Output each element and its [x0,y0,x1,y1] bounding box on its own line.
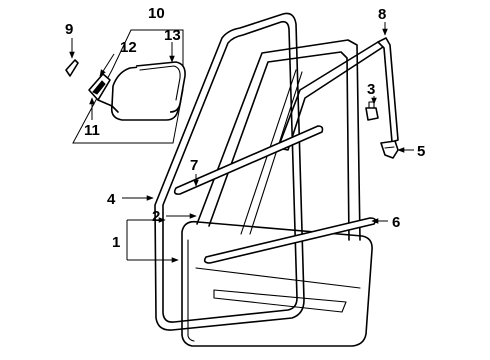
callout-7: 7 [190,157,198,174]
callout-2: 2 [152,208,160,225]
clip-part-3 [365,101,379,121]
callout-13: 13 [164,27,181,44]
bracket-part-5 [380,140,399,159]
callout-5: 5 [417,143,425,160]
callout-9: 9 [65,21,73,38]
callout-3: 3 [367,81,375,98]
belt-moulding [173,125,324,195]
door-weatherstrip [154,12,305,331]
cover-part-9 [65,59,79,77]
mirror-assembly [72,29,186,144]
callout-10: 10 [148,5,165,22]
callout-4: 4 [107,191,116,208]
leader-lines [69,22,414,263]
callout-6: 6 [392,214,400,231]
callout-1: 1 [112,234,120,251]
run-channel [277,37,399,151]
callout-11: 11 [84,122,100,139]
callout-12: 12 [120,39,137,56]
callout-8: 8 [378,6,386,23]
